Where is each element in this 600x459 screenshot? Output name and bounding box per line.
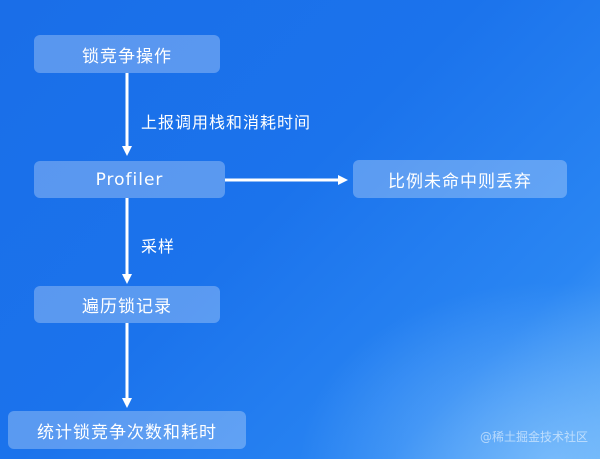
node-drop: 比例未命中则丢弃	[353, 160, 567, 198]
watermark: @稀土掘金技术社区	[479, 430, 588, 444]
node-traverse: 遍历锁记录	[34, 286, 220, 323]
node-lock-contention: 锁竞争操作	[34, 35, 220, 73]
edge-label-report-stack: 上报调用栈和消耗时间	[141, 113, 312, 132]
node-profiler: Profiler	[34, 161, 225, 198]
node-stats: 统计锁竞争次数和耗时	[8, 411, 246, 449]
edge-label-sample: 采样	[141, 237, 176, 256]
